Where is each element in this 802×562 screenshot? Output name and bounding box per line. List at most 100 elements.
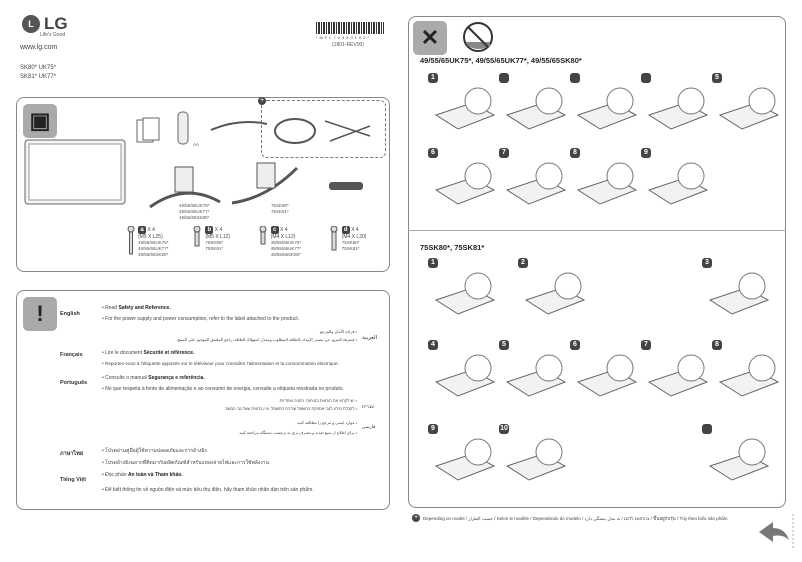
assembly-step: 6 (570, 340, 642, 400)
assembly-step: 1 (428, 258, 500, 318)
bold-text: Sécurité et référence. (143, 350, 195, 356)
assembly-step: 2 (518, 258, 590, 318)
step-number: 1 (428, 73, 438, 83)
screw-icon (193, 226, 201, 247)
lang-french: Français (60, 352, 83, 358)
step-illustration (718, 87, 780, 130)
english-line2: • For the power supply and power consump… (102, 316, 300, 322)
lang-farsi: فارسی (362, 424, 376, 429)
remote-icon (177, 111, 189, 145)
step-illustration (647, 162, 709, 205)
bold-text: An toàn và Tham khảo. (127, 472, 183, 478)
vietnamese-line1: • Đọc phần An toàn và Tham khảo. (102, 472, 183, 478)
screw-qty: X 4 (280, 227, 288, 233)
assembly-step (499, 73, 571, 133)
text: • Đọc phần (102, 472, 128, 478)
assembly-step: 6 (428, 148, 500, 208)
step-number: 5 (712, 73, 722, 83)
portuguese-line2: • No que respeita à fonte de alimentação… (102, 386, 344, 392)
step-illustration (434, 87, 496, 130)
tools-icon: ✕ (413, 21, 447, 55)
website-url: www.lg.com (20, 44, 58, 51)
screw-d: d X 4(M4 X L20)75SK80* 75SK81* (329, 226, 382, 270)
screw-qty: X 4 (214, 227, 223, 233)
step-number: 8 (570, 148, 580, 158)
section2-title: 75SK80*, 75SK81* (420, 243, 485, 252)
assembly-step: 10 (499, 424, 571, 484)
step-illustration (576, 354, 638, 397)
step-number: 4 (428, 340, 438, 350)
arabic-line2: • لمعرفة المزود عن مصدر الإمداد بالطاقة … (176, 337, 357, 342)
step-number: 8 (712, 340, 722, 350)
assembly-step: 4 (428, 340, 500, 400)
assembly-step (641, 73, 713, 133)
lg-logo: L LG (22, 14, 68, 34)
assembly-step: 1 (428, 73, 500, 133)
screw-c: c X 4(M4 X L12)49/55/65UK75* 49/55/65UK7… (258, 226, 317, 270)
notices-panel: ! (16, 290, 390, 510)
stand-b-models: 75SK80* 75SK81* (271, 203, 289, 214)
step-number (499, 73, 509, 83)
step-number: 2 (518, 258, 528, 268)
step-number (641, 73, 651, 83)
plus-icon: + (412, 514, 420, 522)
lang-thai: ภาษาไทย (60, 451, 84, 457)
farsi-line2: • برای اطلاع از منبع تغذیه و مصرف برق به… (238, 430, 357, 435)
assembly-panel: ✕ (408, 16, 786, 508)
screw-size: (M5 X L12) (205, 234, 231, 240)
screw-list: a X 4(M5 X L25)49/55/65UK75* 49/55/65UK7… (127, 226, 382, 270)
screw-id: a (138, 226, 146, 234)
tagline: Life's Good (40, 32, 66, 38)
models-line: SK81* UK77* (20, 74, 57, 80)
warning-icon: ! (23, 297, 57, 331)
screw-b: b X 4(M5 X L12)75SK80* 75SK81* (192, 226, 245, 270)
battery-label: AA (193, 142, 200, 147)
bold-text: Segurança e referência. (148, 375, 205, 381)
components-panel: ▣ AA + 49/55/65UK75* 49/55/65UK77* 49/55… (16, 97, 390, 272)
step-number: 7 (499, 148, 509, 158)
stand-base-icon (329, 182, 363, 190)
lang-vietnamese: Tiếng Việt (60, 477, 87, 483)
divider (408, 230, 786, 231)
step-illustration (434, 162, 496, 205)
revision: (1801-REV00) (332, 42, 364, 48)
step-illustration (505, 162, 567, 205)
stand-a-illustration (149, 166, 221, 209)
stand-a-models: 49/55/65UK75* 49/55/65UK77* 49/55/65SK80… (179, 203, 210, 220)
french-line2: • Reportez-vous à l'étiquette apposée su… (102, 361, 339, 366)
assembly-step: 8 (712, 340, 784, 400)
step-illustration (647, 87, 709, 130)
assembly-step: 9 (428, 424, 500, 484)
step-number: 7 (641, 340, 651, 350)
assembly-step: 7 (499, 148, 571, 208)
screw-icon (330, 226, 338, 251)
step-illustration (718, 354, 780, 397)
optional-items-box: + (258, 97, 386, 158)
lang-portuguese: Português (60, 380, 88, 386)
arabic-line1: • قراءة الأمان والمرجع. (318, 329, 357, 334)
step-number: 5 (499, 340, 509, 350)
barcode-text: *MFL70340102* (316, 35, 371, 40)
step-number: 10 (499, 424, 509, 434)
footer-note: + Depending on model / حسب الطراز / Selo… (412, 514, 728, 522)
step-illustration (505, 87, 567, 130)
box-icon: ▣ (23, 104, 57, 138)
step-illustration (708, 272, 770, 315)
screw-models: 75SK80* 75SK81* (341, 240, 360, 251)
screw-models: 49/55/65UK75* 49/55/65UK77* 49/55/65SK80… (270, 240, 302, 257)
screw-a: a X 4(M5 X L25)49/55/65UK75* 49/55/65UK7… (127, 226, 180, 270)
step-illustration (505, 438, 567, 481)
step-number (570, 73, 580, 83)
step-illustration (708, 438, 770, 481)
assembly-step: 9 (641, 148, 713, 208)
screw-models: 75SK80* 75SK81* (205, 240, 224, 251)
screw-models: 49/55/65UK75* 49/55/65UK77* 49/55/65SK80… (138, 240, 169, 257)
brand-name: LG (44, 14, 68, 33)
model-list: SK80* UK75* SK81* UK77* (20, 64, 56, 82)
step-number: 6 (570, 340, 580, 350)
no-sharp-surface-icon (463, 22, 493, 52)
step-number: 9 (428, 424, 438, 434)
assembly-step: 3 (702, 258, 774, 318)
models-line: SK80* UK75* (20, 65, 57, 71)
hebrew-line2: • לקבלת מידע לגבי אספקת החשמל וצריכת החש… (223, 406, 357, 411)
